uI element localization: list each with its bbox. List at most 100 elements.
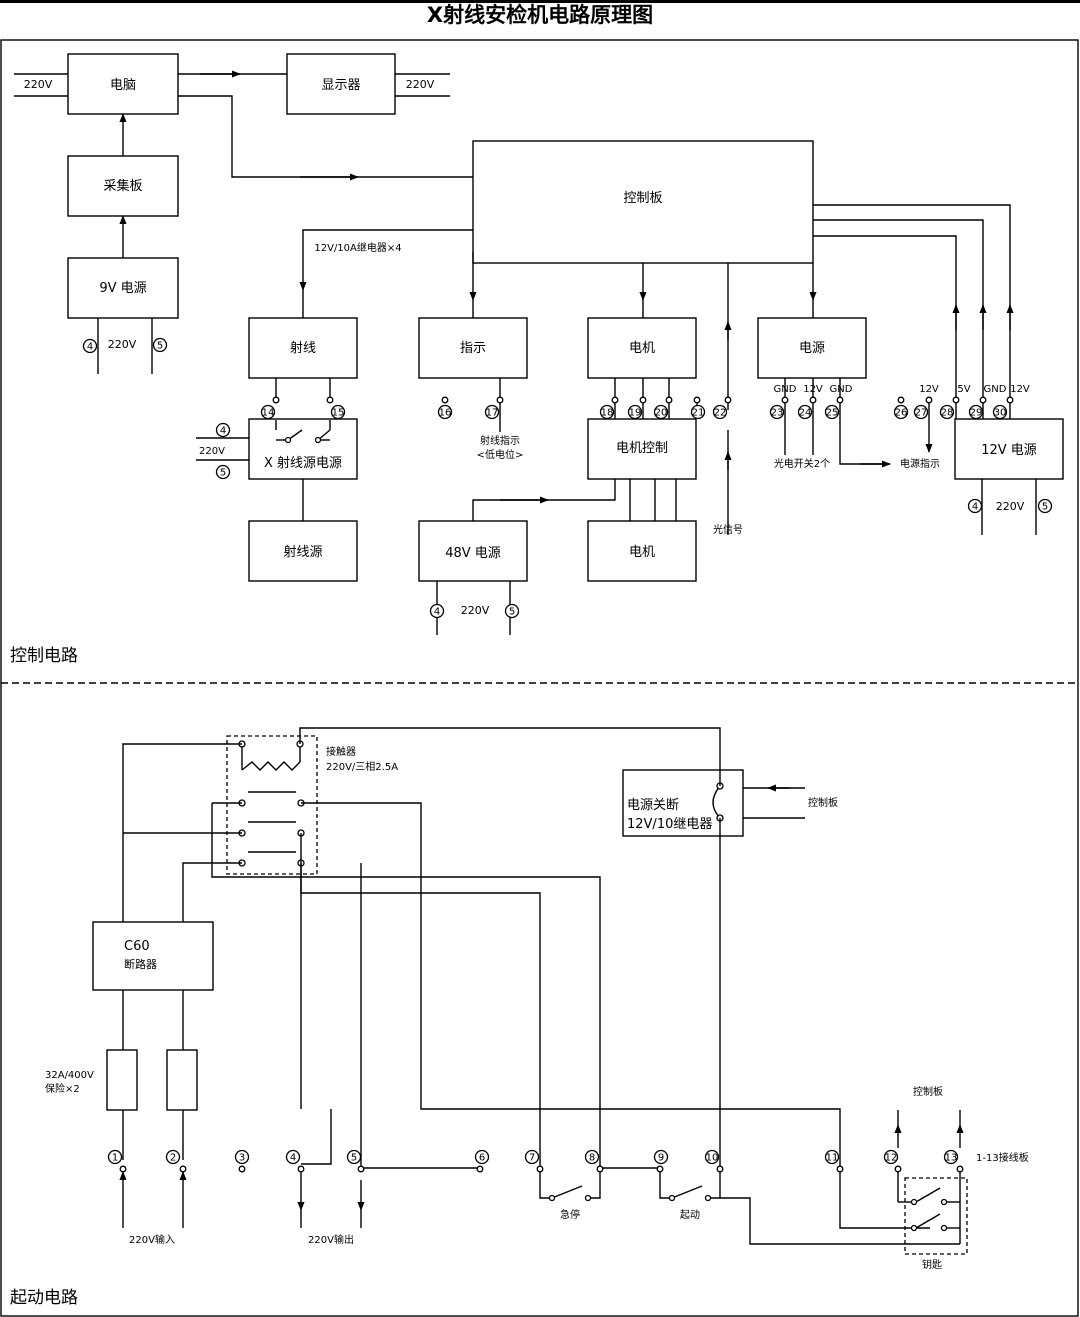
terminal-26: 26 bbox=[893, 396, 909, 420]
power-wiring bbox=[784, 378, 891, 468]
svg-text:21: 21 bbox=[692, 408, 705, 419]
svg-text:2: 2 bbox=[170, 1153, 176, 1164]
svg-text:5: 5 bbox=[509, 607, 515, 618]
psu48-220v-label: 220V bbox=[461, 604, 490, 617]
svg-text:27: 27 bbox=[915, 408, 928, 419]
pc-220v-label: 220V bbox=[24, 78, 53, 91]
terminal-contact-4 bbox=[297, 1165, 305, 1173]
terminal-1: 1 bbox=[107, 1149, 123, 1165]
svg-text:9V 电源: 9V 电源 bbox=[99, 281, 146, 296]
acquisition-board-block: 采集板 bbox=[67, 155, 179, 217]
svg-text:指示: 指示 bbox=[460, 341, 486, 356]
svg-text:20: 20 bbox=[655, 408, 668, 419]
terminal-29: 29 bbox=[968, 396, 987, 420]
relay-note: 12V/10A继电器×4 bbox=[314, 241, 401, 254]
psu9-220v-label: 220V bbox=[108, 338, 137, 351]
low-level-label: <低电位> bbox=[477, 448, 524, 461]
terminal-5: 5 bbox=[215, 464, 231, 480]
svg-text:48V 电源: 48V 电源 bbox=[445, 546, 501, 561]
gnd-label-2: GND bbox=[830, 384, 853, 395]
svg-text:5: 5 bbox=[157, 341, 163, 352]
terminal-4: 4 bbox=[215, 422, 231, 438]
ray-block: 射线 bbox=[248, 317, 358, 379]
startup-circuit-title: 起动电路 bbox=[10, 1288, 78, 1308]
psu-48v-block: 48V 电源 bbox=[418, 520, 528, 582]
svg-text:4: 4 bbox=[434, 607, 440, 618]
terminal-contact-13 bbox=[956, 1165, 964, 1173]
svg-text:22: 22 bbox=[714, 408, 727, 419]
gnd-label-1: GND bbox=[774, 384, 797, 395]
xpsu-220v-label: 220V bbox=[199, 446, 225, 457]
v12-label-3: 12V bbox=[1010, 384, 1030, 395]
psu12-220v-label: 220V bbox=[996, 500, 1025, 513]
v12-label-2: 12V bbox=[919, 384, 939, 395]
svg-text:电源关断: 电源关断 bbox=[627, 798, 679, 813]
svg-text:C60: C60 bbox=[124, 939, 150, 954]
svg-text:10: 10 bbox=[706, 1153, 719, 1164]
svg-text:4: 4 bbox=[972, 502, 978, 513]
terminal-contact-10 bbox=[716, 1165, 724, 1173]
light-signal-label: 光信号 bbox=[713, 523, 743, 536]
terminal-23: 23 bbox=[769, 396, 789, 420]
terminal-contact-1 bbox=[119, 1165, 127, 1173]
control-board-outputs bbox=[299, 204, 1014, 535]
svg-text:25: 25 bbox=[826, 408, 839, 419]
svg-text:射线: 射线 bbox=[290, 340, 316, 356]
svg-text:5: 5 bbox=[351, 1153, 357, 1164]
svg-text:12V/10继电器: 12V/10继电器 bbox=[627, 817, 712, 832]
terminal-28: 28 bbox=[939, 396, 960, 420]
terminal-11: 11 bbox=[824, 1149, 840, 1165]
svg-text:射线源: 射线源 bbox=[283, 544, 322, 560]
output-220v-label: 220V输出 bbox=[308, 1233, 354, 1246]
power-cutoff-relay-block: 电源关断 12V/10继电器 bbox=[622, 769, 805, 837]
svg-text:电机: 电机 bbox=[629, 545, 655, 560]
terminal-5: 5 bbox=[1037, 498, 1053, 514]
psu-9v-block: 9V 电源 bbox=[67, 257, 179, 319]
terminal-2: 2 bbox=[165, 1149, 181, 1165]
c60-breaker-block: C60 断路器 bbox=[92, 921, 214, 991]
photo-switch-label: 光电开关2个 bbox=[774, 457, 830, 470]
svg-text:11: 11 bbox=[826, 1153, 839, 1164]
svg-text:12V 电源: 12V 电源 bbox=[981, 443, 1037, 458]
control-board-block: 控制板 bbox=[472, 140, 814, 264]
power-indicator-label: 电源指示 bbox=[900, 457, 940, 470]
input-220v-label: 220V输入 bbox=[129, 1233, 175, 1246]
psu12-wiring bbox=[436, 402, 1037, 635]
contactor-rating-label: 220V/三相2.5A bbox=[326, 760, 398, 773]
terminal-19: 19 bbox=[627, 396, 647, 420]
v12-label-1: 12V bbox=[803, 384, 823, 395]
terminal-3: 3 bbox=[234, 1149, 250, 1165]
svg-text:4: 4 bbox=[290, 1153, 296, 1164]
terminal-contact-5 bbox=[357, 1165, 365, 1173]
terminal-4: 4 bbox=[967, 498, 983, 514]
xray-psu-wiring bbox=[196, 378, 331, 521]
key-control-board-label: 控制板 bbox=[913, 1085, 943, 1098]
terminal-24: 24 bbox=[797, 396, 817, 420]
svg-text:X 射线源电源: X 射线源电源 bbox=[264, 455, 342, 471]
svg-text:14: 14 bbox=[262, 408, 275, 419]
gnd-label-3: GND bbox=[984, 384, 1007, 395]
key-switch-box bbox=[904, 1177, 968, 1255]
svg-text:16: 16 bbox=[439, 408, 452, 419]
fuse-rating-label: 32A/400V bbox=[45, 1070, 94, 1081]
motor-relay-block: 电机 bbox=[587, 317, 697, 379]
key-label: 钥匙 bbox=[922, 1258, 942, 1271]
top-border bbox=[0, 0, 1080, 3]
svg-text:3: 3 bbox=[239, 1153, 245, 1164]
start-label: 起动 bbox=[680, 1209, 700, 1221]
terminal-14: 14 bbox=[260, 396, 280, 420]
terminal-4: 4 bbox=[429, 603, 445, 619]
svg-text:1: 1 bbox=[112, 1153, 118, 1164]
svg-text:电机: 电机 bbox=[629, 341, 655, 356]
terminal-board-label: 1-13接线板 bbox=[976, 1151, 1029, 1164]
svg-text:显示器: 显示器 bbox=[321, 78, 360, 93]
terminal-25: 25 bbox=[824, 396, 844, 420]
terminal-6: 6 bbox=[474, 1149, 490, 1165]
terminal-contact-11 bbox=[836, 1165, 844, 1173]
svg-text:12: 12 bbox=[885, 1153, 898, 1164]
xray-source-psu-block: X 射线源电源 bbox=[248, 418, 358, 480]
terminal-16: 16 bbox=[437, 396, 453, 420]
